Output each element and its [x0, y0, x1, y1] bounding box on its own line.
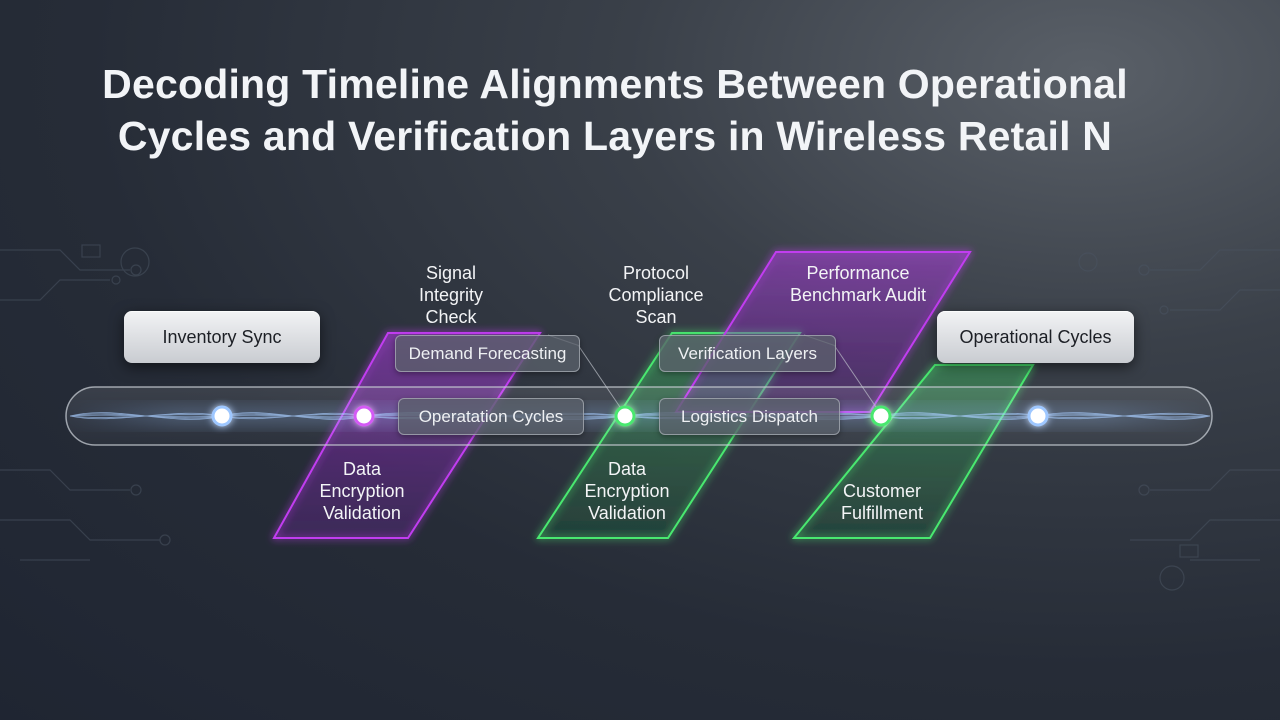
node-fulfillment [870, 405, 892, 427]
operational-cycles-card: Operational Cycles [937, 311, 1134, 363]
operatation-cycles-pill: Operatation Cycles [398, 398, 584, 435]
performance-benchmark-label: Performance Benchmark Audit [789, 263, 927, 305]
circuit-decoration-right [1078, 249, 1280, 591]
node-inventory [211, 405, 233, 427]
beam-strand [880, 412, 1039, 420]
data-encryption-label-1: Data Encryption Validation [319, 459, 405, 523]
circuit-decoration-left [0, 244, 171, 561]
logistics-dispatch-pill: Logistics Dispatch [659, 398, 840, 435]
beam-strand [69, 412, 223, 420]
beam-strand [1037, 412, 1211, 420]
beam-strand [221, 412, 365, 420]
verification-layers-pill: Verification Layers [659, 335, 836, 372]
node-operational [1027, 405, 1049, 427]
page-title: Decoding Timeline Alignments Between Ope… [0, 58, 1230, 162]
data-encryption-label-2: Data Encryption Validation [584, 459, 670, 523]
customer-fulfillment-label: Customer Fulfillment [840, 481, 924, 523]
title-line-1: Decoding Timeline Alignments Between Ope… [102, 61, 1128, 107]
inventory-sync-card: Inventory Sync [124, 311, 320, 363]
node-signal [353, 405, 375, 427]
title-line-2: Cycles and Verification Layers in Wirele… [117, 113, 1113, 159]
protocol-compliance-label: Protocol Compliance Scan [608, 263, 704, 327]
node-protocol [614, 405, 636, 427]
signal-integrity-label: Signal Integrity Check [418, 263, 484, 327]
demand-forecasting-pill: Demand Forecasting [395, 335, 580, 372]
